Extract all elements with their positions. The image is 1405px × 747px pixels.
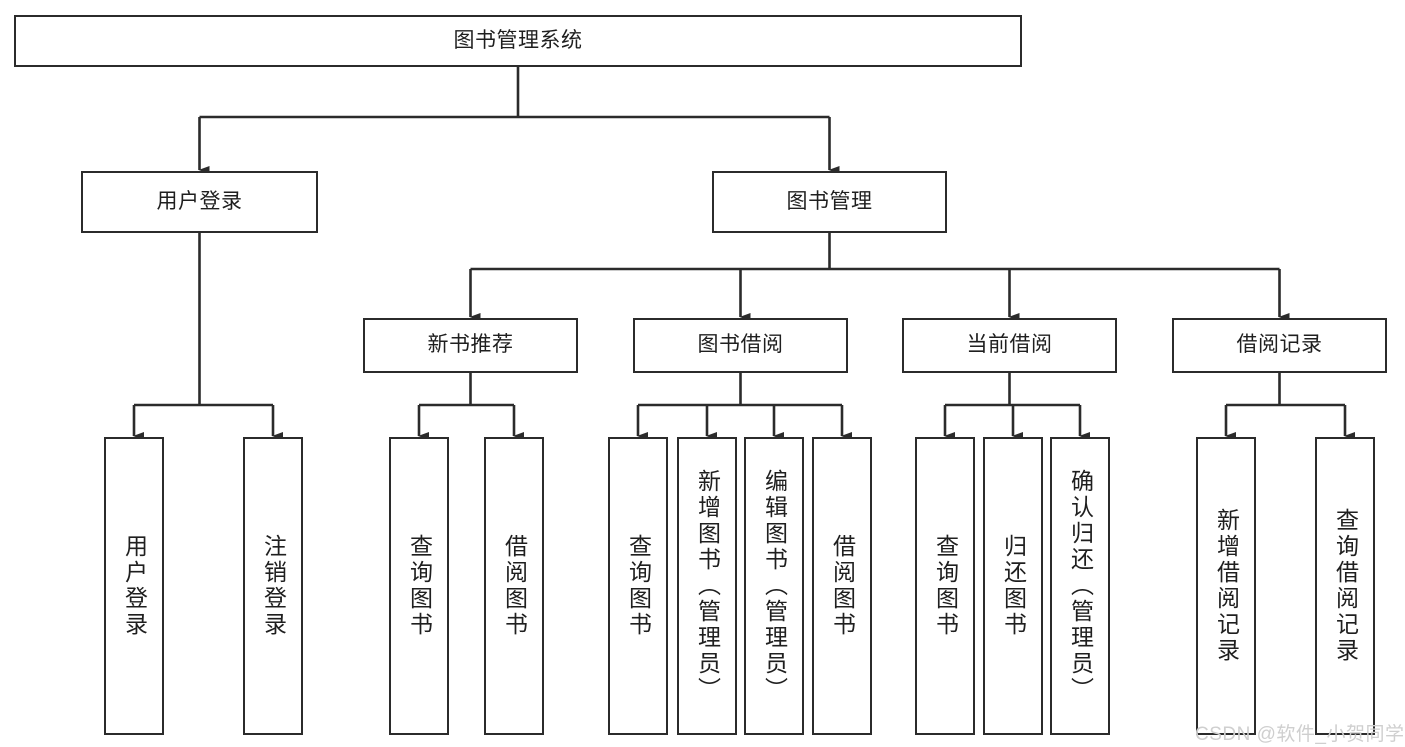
node-label: 借阅图书 bbox=[829, 534, 856, 638]
node-label: 确认归还（管理员） bbox=[1067, 469, 1094, 703]
node-leaf-query-book-3[interactable]: 查询图书 bbox=[915, 437, 975, 735]
node-leaf-query-book-2[interactable]: 查询图书 bbox=[608, 437, 668, 735]
node-leaf-query-record[interactable]: 查询借阅记录 bbox=[1315, 437, 1375, 735]
node-label: 用户登录 bbox=[121, 534, 148, 638]
node-label: 新书推荐 bbox=[427, 333, 514, 357]
node-leaf-borrow-book-1[interactable]: 借阅图书 bbox=[484, 437, 544, 735]
node-leaf-borrow-book-2[interactable]: 借阅图书 bbox=[812, 437, 872, 735]
node-label: 归还图书 bbox=[1000, 534, 1027, 638]
node-label: 注销登录 bbox=[260, 534, 287, 638]
node-leaf-user-login[interactable]: 用户登录 bbox=[104, 437, 164, 735]
node-leaf-return-book[interactable]: 归还图书 bbox=[983, 437, 1043, 735]
node-borrow-record[interactable]: 借阅记录 bbox=[1172, 318, 1387, 373]
node-book-borrow[interactable]: 图书借阅 bbox=[633, 318, 848, 373]
node-label: 编辑图书（管理员） bbox=[761, 469, 788, 703]
node-label: 图书管理 bbox=[786, 189, 873, 213]
node-label: 查询图书 bbox=[625, 534, 652, 638]
node-leaf-confirm-return[interactable]: 确认归还（管理员） bbox=[1050, 437, 1110, 735]
node-leaf-edit-book[interactable]: 编辑图书（管理员） bbox=[744, 437, 804, 735]
node-leaf-add-book[interactable]: 新增图书（管理员） bbox=[677, 437, 737, 735]
node-label: 借阅记录 bbox=[1236, 333, 1323, 357]
node-new-book-recommend[interactable]: 新书推荐 bbox=[363, 318, 578, 373]
node-user-login[interactable]: 用户登录 bbox=[81, 171, 318, 233]
node-label: 查询图书 bbox=[406, 534, 433, 638]
node-label: 图书管理系统 bbox=[453, 28, 583, 52]
node-label: 查询图书 bbox=[932, 534, 959, 638]
node-current-borrow[interactable]: 当前借阅 bbox=[902, 318, 1117, 373]
node-label: 当前借阅 bbox=[966, 333, 1053, 357]
node-leaf-user-logout[interactable]: 注销登录 bbox=[243, 437, 303, 735]
csdn-watermark: CSDN @软件_小贺同学 bbox=[1195, 724, 1405, 745]
node-label: 用户登录 bbox=[156, 189, 243, 213]
node-label: 新增图书（管理员） bbox=[694, 469, 721, 703]
node-label: 图书借阅 bbox=[697, 333, 784, 357]
node-root[interactable]: 图书管理系统 bbox=[14, 15, 1022, 67]
node-label: 新增借阅记录 bbox=[1213, 508, 1240, 664]
node-label: 查询借阅记录 bbox=[1332, 508, 1359, 664]
node-label: 借阅图书 bbox=[501, 534, 528, 638]
node-book-manage[interactable]: 图书管理 bbox=[712, 171, 947, 233]
node-leaf-add-record[interactable]: 新增借阅记录 bbox=[1196, 437, 1256, 735]
node-leaf-query-book-1[interactable]: 查询图书 bbox=[389, 437, 449, 735]
